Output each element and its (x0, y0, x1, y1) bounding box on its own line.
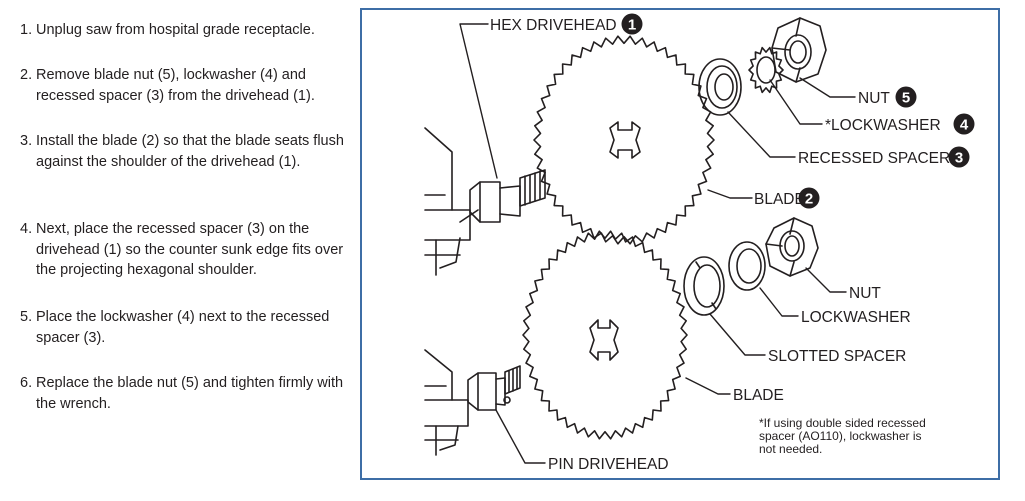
step-text: Replace the blade nut (5) and tighten fi… (36, 375, 344, 412)
label-nut-top: NUT (858, 90, 890, 107)
saw-body-bottom (424, 349, 469, 456)
pin-drivehead-shaft (467, 365, 521, 411)
step-number: 2. (20, 67, 33, 83)
hex-drivehead-shaft (469, 169, 546, 223)
callout-circle-4 (953, 113, 975, 135)
step-number: 5. (20, 309, 33, 325)
callout-number-2: 2 (805, 191, 813, 208)
lockwasher-top-hole (756, 56, 776, 84)
footnote-line-3: not needed. (759, 442, 822, 456)
diagram-frame (360, 8, 1000, 480)
step-number: 1. (20, 22, 33, 38)
label-lockwasher-top: *LOCKWASHER (825, 117, 941, 134)
label-lockwasher-bottom: LOCKWASHER (801, 309, 911, 326)
nut-bottom (765, 217, 819, 277)
step-number: 4. (20, 221, 33, 237)
step-text: Unplug saw from hospital grade receptacl… (36, 22, 315, 38)
label-nut-bottom: NUT (849, 285, 881, 302)
step-6: 6. Replace the blade nut (5) and tighten… (20, 373, 350, 414)
callout-circle-1 (621, 13, 643, 35)
footnote-line-2: spacer (AO110), lockwasher is (759, 429, 922, 443)
label-slotted-spacer: SLOTTED SPACER (768, 348, 906, 365)
footnote-line-1: *If using double sided recessed (759, 416, 926, 430)
blade-top (533, 35, 715, 245)
recessed-spacer (698, 58, 742, 116)
step-text: Remove blade nut (5), lockwasher (4) and… (36, 67, 315, 104)
lockwasher-top (748, 46, 784, 94)
blade-top-hex-hole (609, 121, 641, 159)
nut-top (771, 17, 827, 83)
step-number: 6. (20, 375, 33, 391)
blade-bottom (522, 230, 688, 440)
blade-bottom-hex-hole (589, 319, 619, 361)
step-1: 1. Unplug saw from hospital grade recept… (20, 20, 350, 41)
slotted-spacer (683, 256, 725, 316)
step-3: 3. Install the blade (2) so that the bla… (20, 131, 350, 172)
label-hex-drivehead: HEX DRIVEHEAD (490, 17, 617, 34)
label-blade-top: BLADE (754, 191, 805, 208)
label-recessed-spacer: RECESSED SPACER (798, 150, 950, 167)
lockwasher-bottom (728, 241, 766, 291)
leader-lines (459, 23, 856, 464)
step-text: Install the blade (2) so that the blade … (36, 133, 344, 170)
callout-circle-2 (798, 187, 820, 209)
label-pin-drivehead: PIN DRIVEHEAD (548, 456, 669, 473)
callout-number-5: 5 (902, 90, 910, 107)
callout-number-4: 4 (960, 117, 969, 134)
step-text: Place the lockwasher (4) next to the rec… (36, 309, 330, 346)
label-blade-bottom: BLADE (733, 387, 784, 404)
callout-circle-5 (895, 86, 917, 108)
step-4: 4. Next, place the recessed spacer (3) o… (20, 219, 350, 281)
step-5: 5. Place the lockwasher (4) next to the … (20, 307, 350, 348)
step-2: 2. Remove blade nut (5), lockwasher (4) … (20, 65, 350, 106)
step-number: 3. (20, 133, 33, 149)
callout-number-3: 3 (955, 150, 963, 167)
saw-body-top (424, 127, 479, 276)
instruction-list: 1. Unplug saw from hospital grade recept… (0, 0, 360, 501)
step-text: Next, place the recessed spacer (3) on t… (36, 221, 344, 278)
callout-circle-3 (948, 146, 970, 168)
callout-number-1: 1 (628, 17, 636, 34)
